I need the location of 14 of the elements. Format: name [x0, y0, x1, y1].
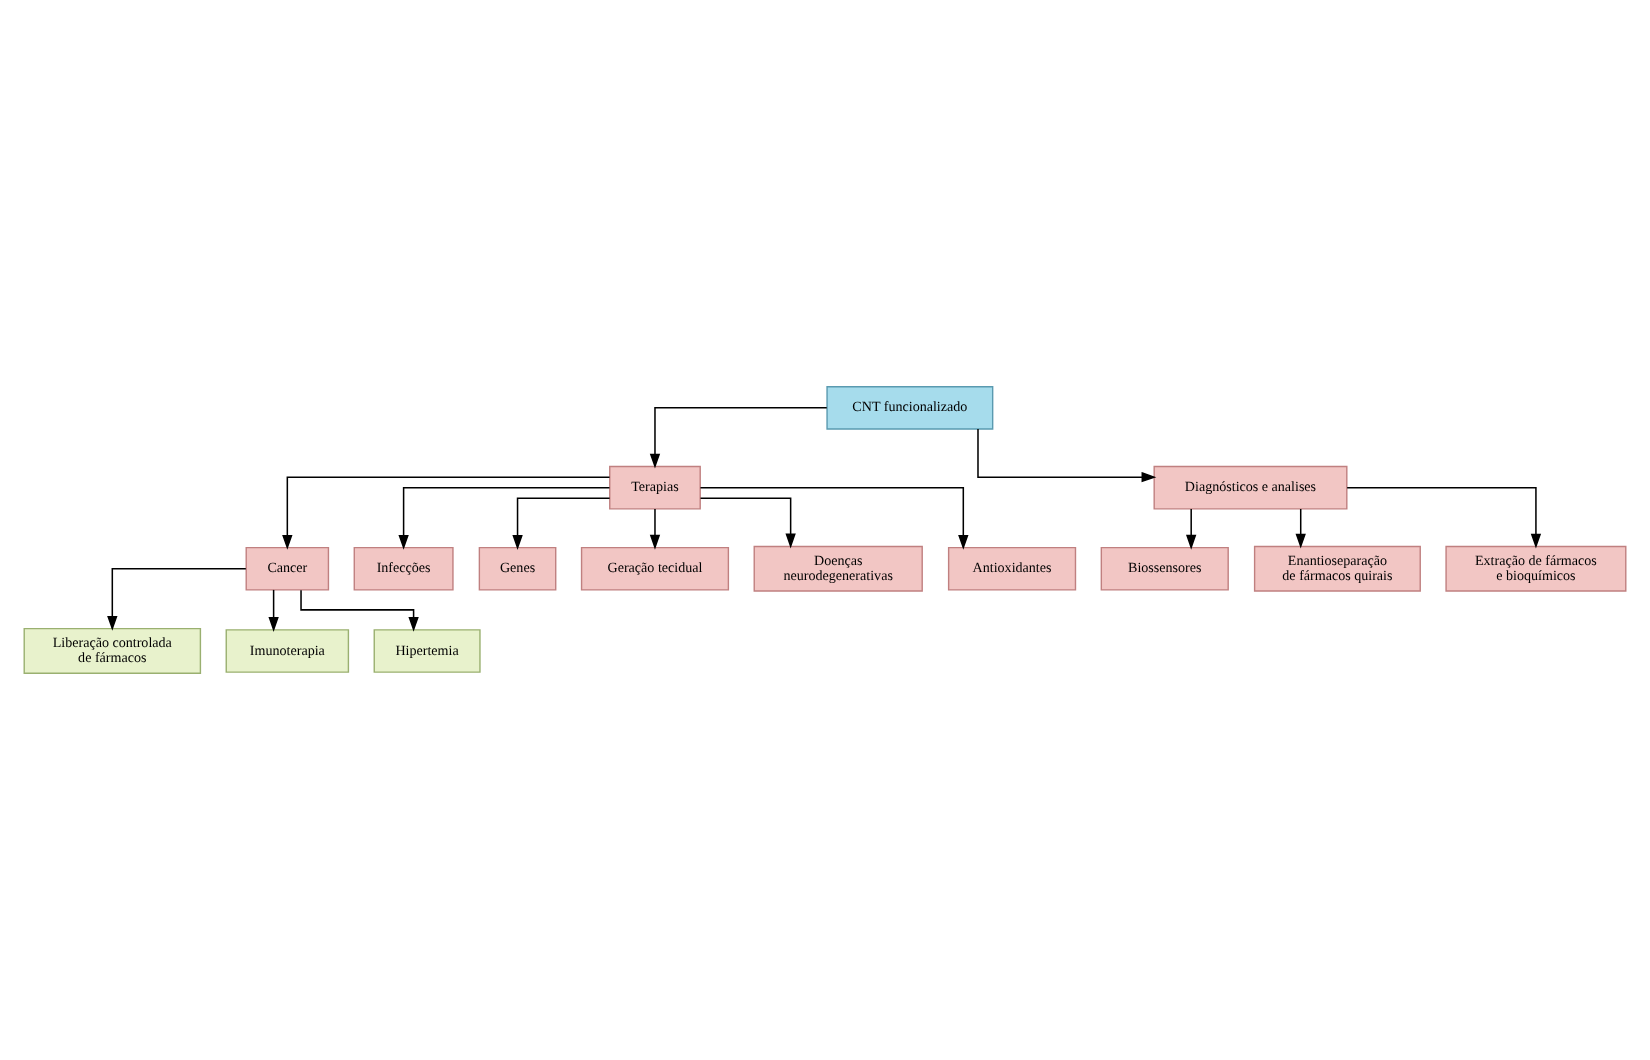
arrow [1186, 508, 1197, 550]
arrow [512, 497, 611, 550]
arrow [107, 568, 247, 631]
arrow [649, 508, 661, 550]
arrow [268, 589, 279, 632]
arrow [977, 428, 1157, 483]
arrow [699, 497, 796, 549]
arrow [1295, 508, 1306, 549]
arrow [649, 407, 828, 469]
arrow [282, 476, 611, 550]
arrow [398, 486, 611, 550]
arrow [300, 589, 419, 632]
arrow [1346, 486, 1542, 549]
arrow [699, 486, 969, 550]
